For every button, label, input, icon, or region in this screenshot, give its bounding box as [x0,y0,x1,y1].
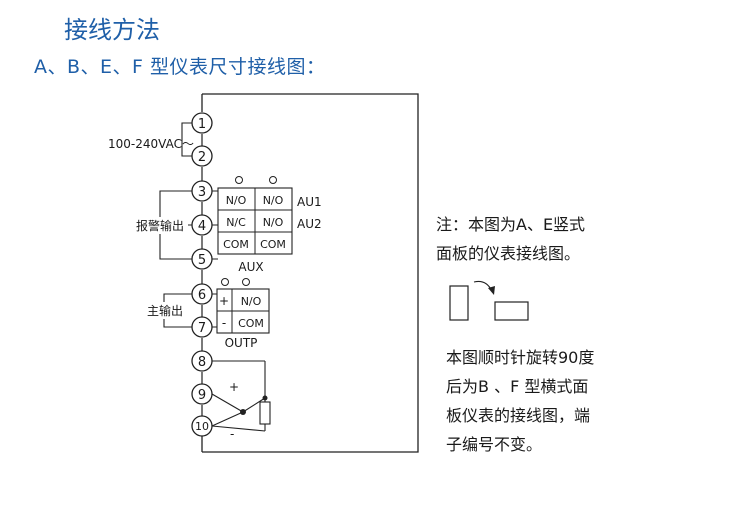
note-line: 板仪表的接线图，端 [446,406,591,425]
aux-caption: AUX [238,260,263,274]
instrument-body [202,93,419,453]
outp-caption: OUTP [225,336,258,350]
svg-text:5: 5 [198,253,206,268]
horizontal-panel-icon [494,301,529,321]
svg-text:8: 8 [198,355,206,370]
main-output-label: 主输出 [147,303,183,318]
svg-text:3: 3 [198,185,206,200]
vertical-panel-note: 注：本图为A、E竖式 面板的仪表接线图。 [436,210,585,268]
note-line: 子编号不变。 [446,435,543,454]
aux-cell: N/O [263,216,284,229]
wire-junction [262,395,268,401]
rotation-note: 本图顺时针旋转90度 后为B 、F 型横式面 板仪表的接线图，端 子编号不变。 [446,343,594,459]
svg-text:9: 9 [198,388,206,403]
alarm-output-label: 报警输出 [136,218,184,233]
note-line: 面板的仪表接线图。 [436,244,581,263]
aux-cell: N/C [226,216,246,229]
outp-cell: - [222,316,226,330]
sensor-junction [240,409,246,415]
outp-table: + N/O - COM OUTP [216,278,270,350]
outp-cell: COM [238,317,264,330]
terminal-10: 10 [191,415,213,437]
au1-label: AU1 [297,195,322,209]
terminal-8: 8 [191,350,213,372]
terminal-4: 4 [191,214,213,236]
sensor-minus-label: - [230,427,234,441]
aux-cell: COM [223,238,249,251]
section-title: 接线方法 [64,16,160,44]
note-line: 注：本图为A、E竖式 [436,215,586,234]
outp-cell: + [219,294,229,308]
svg-text:4: 4 [198,219,206,234]
note-line: 后为B 、F 型横式面 [446,377,589,396]
power-wire [181,122,192,157]
vertical-panel-icon [449,285,469,321]
sensor-wiring [211,360,271,432]
aux-cell: COM [260,238,286,251]
sensor-plus-label: + [229,380,239,394]
note-line: 本图顺时针旋转90度 [446,348,595,367]
terminal-1: 1 [191,112,213,134]
svg-text:2: 2 [198,150,206,165]
svg-text:7: 7 [198,321,206,336]
terminal-2: 2 [191,145,213,167]
rotate-arrowhead-icon [488,286,495,295]
svg-text:6: 6 [198,288,206,303]
diagram-subtitle: A、B、E、F 型仪表尺寸接线图： [34,56,326,78]
svg-text:1: 1 [198,117,206,132]
svg-text:10: 10 [195,420,209,433]
terminal-6: 6 [191,283,213,305]
power-label: 100-240VAC～ [108,137,194,151]
aux-cell: N/O [226,194,247,207]
aux-cell: N/O [263,194,284,207]
outp-cell: N/O [241,295,262,308]
aux-relay-table: N/O N/O N/C N/O COM COM AU1 AU2 AUX [217,176,322,274]
terminal-7: 7 [191,316,213,338]
terminal-5: 5 [191,248,213,270]
terminal-3: 3 [191,180,213,202]
au2-label: AU2 [297,217,322,231]
terminal-9: 9 [191,383,213,405]
rotate-arrow-icon [473,280,493,292]
